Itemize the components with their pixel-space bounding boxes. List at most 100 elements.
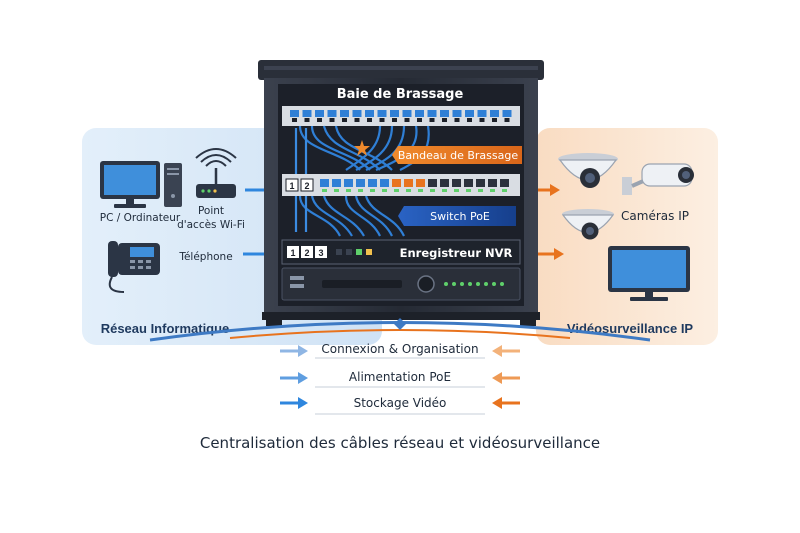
switch-tag: Switch PoE <box>398 206 516 226</box>
left-panel-title: Réseau Informatique <box>101 321 230 336</box>
patch-port-jack <box>354 118 360 122</box>
wifi-router-icon <box>195 148 237 198</box>
patch-port <box>490 110 499 117</box>
feature-row-1: Connexion & Organisation <box>280 342 520 359</box>
patch-port-jack <box>317 118 322 122</box>
switch-port <box>320 179 329 187</box>
star-icon <box>354 140 370 156</box>
rack-title: Baie de Brassage <box>337 87 464 102</box>
nvr-unit <box>281 267 521 301</box>
wifi-label-line1: Point <box>198 205 224 217</box>
caption: Centralisation des câbles réseau et vidé… <box>200 434 600 452</box>
patch-port <box>440 110 449 117</box>
right-panel-title: Vidéosurveillance IP <box>567 321 694 336</box>
switch-port <box>464 179 473 187</box>
feature-alimentation: Alimentation PoE <box>349 370 451 384</box>
cameras-label: Caméras IP <box>621 209 689 223</box>
feature-row-2: Alimentation PoE <box>280 370 520 388</box>
patch-ports-top <box>290 110 512 122</box>
patch-port <box>427 110 437 117</box>
patch-port <box>377 110 387 117</box>
switch-port <box>428 179 437 187</box>
switch-port-led <box>346 189 351 192</box>
patch-port-jack <box>392 118 397 122</box>
switch-port-led <box>334 189 339 192</box>
patch-port <box>415 110 424 117</box>
switch-port-led <box>394 189 399 192</box>
patch-port <box>315 110 324 117</box>
switch-port <box>392 179 401 187</box>
switch-port-led <box>322 189 327 192</box>
patch-port-jack <box>417 118 422 122</box>
nvr-label: Enregistreur NVR <box>400 246 513 260</box>
patch-port <box>402 110 412 117</box>
switch-port <box>356 179 365 187</box>
switch-port-led <box>370 189 375 192</box>
feature-connexion: Connexion & Organisation <box>321 342 478 356</box>
network-rack: Baie de Brassage <box>258 60 544 326</box>
arrow-left-icon <box>280 345 308 357</box>
nvr-port-number-1: 1 <box>290 248 295 258</box>
patch-panel-label: Bandeau de Brassage <box>398 149 518 162</box>
switch-port-led <box>478 189 483 192</box>
cable-bundle <box>294 125 430 237</box>
switch-port <box>440 179 449 187</box>
feature-row-3: Stockage Vidéo <box>280 396 520 415</box>
switch-port <box>416 179 425 187</box>
switch-port-led <box>502 189 507 192</box>
patch-port <box>465 110 474 117</box>
patch-port-jack <box>492 118 497 122</box>
patch-port <box>502 110 512 117</box>
patch-port <box>390 110 399 117</box>
patch-port <box>302 110 312 117</box>
patch-port-jack <box>479 118 485 122</box>
switch-port-led <box>382 189 387 192</box>
switch-port-number-1: 1 <box>289 181 294 191</box>
patch-port-jack <box>504 118 510 122</box>
feature-list: Connexion & Organisation Alimentation Po… <box>280 342 520 415</box>
switch-port <box>380 179 389 187</box>
patch-panel-top <box>282 106 520 126</box>
monitor-icon <box>608 246 690 301</box>
nvr-patch-row: 1 2 3 Enregistreur NVR <box>281 239 521 265</box>
arrow-left-icon <box>280 397 308 409</box>
phone-label: Téléphone <box>178 251 232 263</box>
switch-port <box>332 179 341 187</box>
patch-port <box>365 110 374 117</box>
patch-port-jack <box>454 118 460 122</box>
switch-ports <box>320 179 509 192</box>
patch-port-jack <box>467 118 472 122</box>
patch-port <box>477 110 487 117</box>
patch-port <box>290 110 299 117</box>
switch-port-led <box>430 189 435 192</box>
switch-port <box>344 179 353 187</box>
feature-stockage: Stockage Vidéo <box>354 396 447 410</box>
swoosh-divider <box>149 318 651 342</box>
patch-port <box>340 110 349 117</box>
switch-port <box>452 179 461 187</box>
patch-port-jack <box>442 118 447 122</box>
patch-port <box>352 110 362 117</box>
desk-phone-icon <box>108 241 160 293</box>
patch-port-jack <box>292 118 297 122</box>
patch-port-jack <box>404 118 410 122</box>
switch-port-led <box>442 189 447 192</box>
patch-panel-tag: Bandeau de Brassage <box>392 146 522 164</box>
switch-port-led <box>466 189 471 192</box>
wifi-label-line2: d'accès Wi-Fi <box>177 219 245 231</box>
switch-port-led <box>490 189 495 192</box>
arrow-right-icon <box>492 345 520 357</box>
switch-port <box>488 179 497 187</box>
right-panel: Vidéosurveillance IP Caméras IP <box>524 128 718 345</box>
switch-port-led <box>454 189 459 192</box>
switch-port-led <box>358 189 363 192</box>
arrow-right-icon <box>492 397 520 409</box>
patch-port <box>327 110 337 117</box>
patch-port-jack <box>304 118 310 122</box>
patch-port <box>452 110 462 117</box>
dome-camera-icon <box>558 153 618 188</box>
switch-label: Switch PoE <box>430 210 490 223</box>
arrow-left-icon <box>280 372 308 384</box>
switch-port <box>368 179 377 187</box>
